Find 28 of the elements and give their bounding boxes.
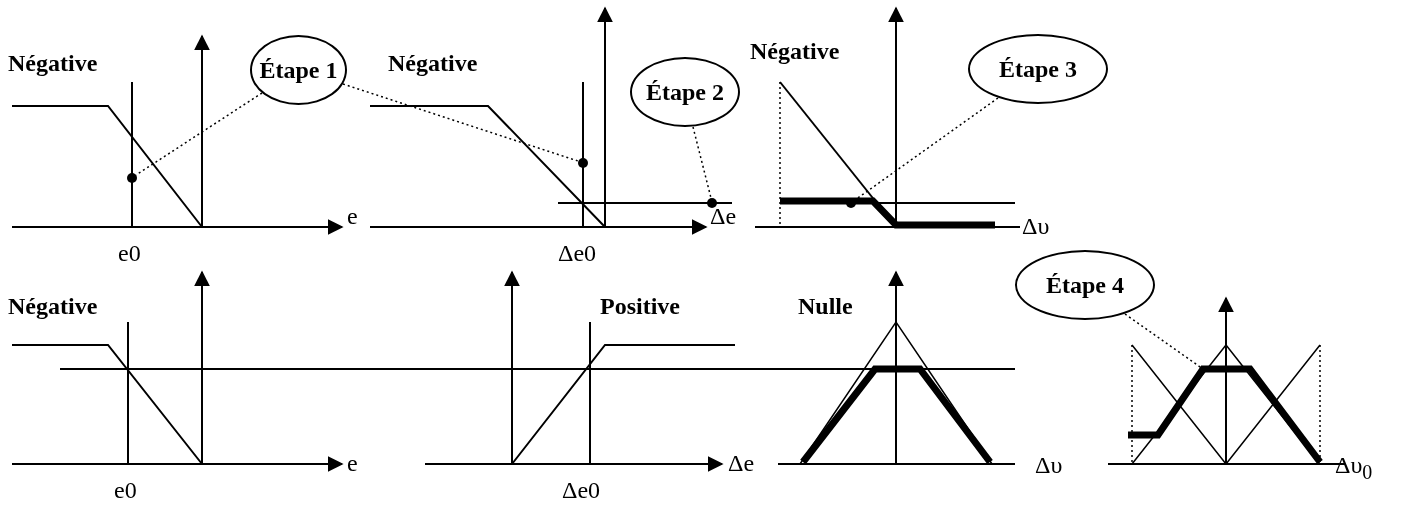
axis-label: e [347, 450, 358, 476]
value-label: Δe0 [562, 477, 601, 503]
axis-label: Δυ [1035, 452, 1063, 478]
callout-ellipse: Étape 1 [250, 35, 347, 105]
value-label: e0 [118, 240, 141, 266]
axis-label: Δυ$_{0}$ [1335, 452, 1373, 485]
point-marker [707, 198, 717, 208]
callout-ellipse: Étape 2 [630, 57, 740, 127]
fuzzy-set-label: Négative [8, 293, 98, 319]
leader-line [854, 97, 999, 201]
leader-line [342, 83, 579, 162]
callout-ellipse: Étape 4 [1015, 250, 1155, 320]
axis-label: Δυ [1022, 213, 1050, 239]
leader-line [692, 126, 712, 199]
leader-line [1124, 313, 1204, 370]
point-marker [127, 173, 137, 183]
axis-label: e [347, 203, 358, 229]
fuzzy-set-label: Négative [388, 50, 478, 76]
value-label: e0 [114, 477, 137, 503]
fuzzy-set-label: Négative [750, 38, 840, 64]
axis-label: Δe [710, 203, 737, 229]
point-marker [578, 158, 588, 168]
value-label: Δe0 [558, 240, 597, 266]
fuzzy-set-label: Positive [600, 293, 680, 319]
callout-ellipse: Étape 3 [968, 34, 1108, 104]
fuzzy-set-label: Nulle [798, 293, 853, 319]
fuzzy-set-label: Négative [8, 50, 98, 76]
axis-label: Δe [728, 450, 755, 476]
